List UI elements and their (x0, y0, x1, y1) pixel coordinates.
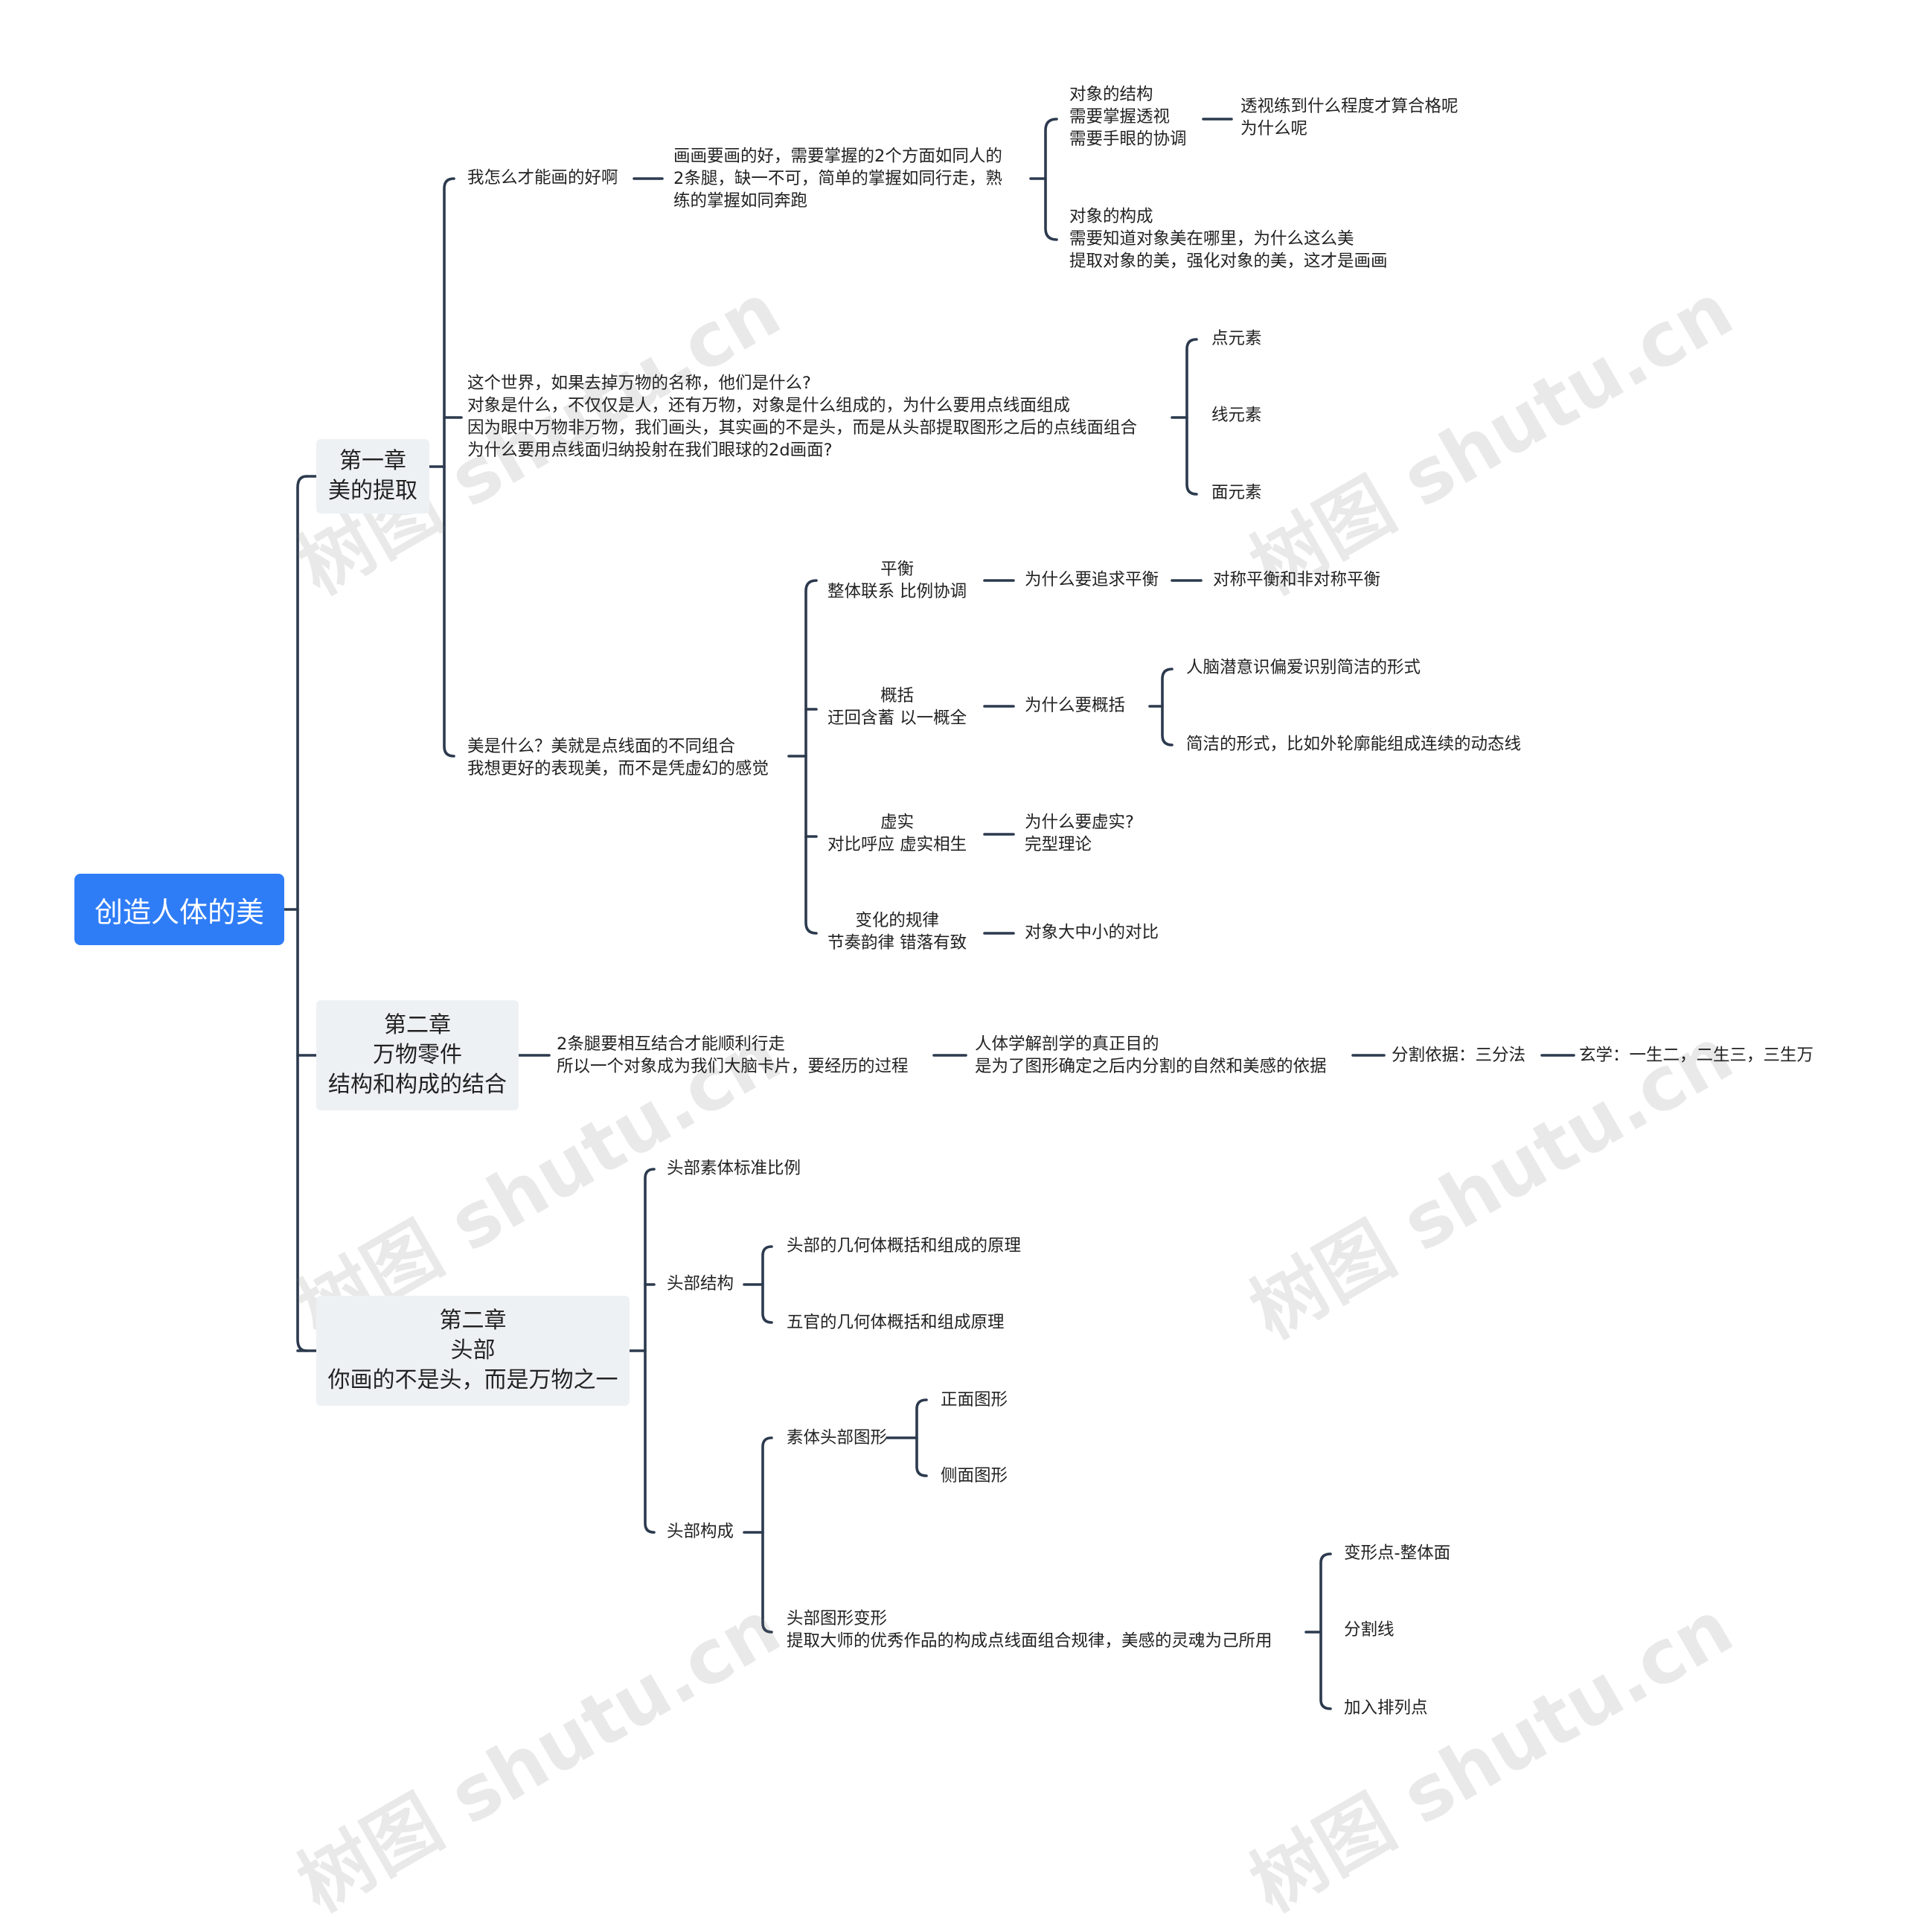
xuanxue-node[interactable]: 玄学：一生二，二生三，三生万 (1579, 1046, 1814, 1065)
connector (644, 1168, 656, 1534)
point-element-node[interactable]: 点元素 (1211, 329, 1262, 348)
division-line-node[interactable]: 分割线 (1344, 1620, 1395, 1640)
two-legs-node[interactable]: 画画要画的好，需要掌握的2个方面如同人的 2条腿，缺一不可，简单的掌握如同行走，… (673, 147, 1002, 211)
connector (1161, 668, 1174, 746)
division-basis-node[interactable]: 分割依据：三分法 (1392, 1046, 1526, 1065)
balance-types-node[interactable]: 对称平衡和非对称平衡 (1213, 570, 1381, 589)
connector (296, 475, 308, 1352)
connector (443, 177, 455, 758)
facial-features-node[interactable]: 五官的几何体概括和组成原理 (787, 1313, 1005, 1332)
transform-point-node[interactable]: 变形点-整体面 (1344, 1544, 1451, 1563)
world-question-node[interactable]: 这个世界，如果去掉万物的名称，他们是什么? 对象是什么，不仅仅是人，还有万物，对… (467, 374, 1138, 460)
chapter-2-node[interactable]: 第二章 万物零件 结构和构成的结合 (316, 1000, 519, 1110)
why-balance-node[interactable]: 为什么要追求平衡 (1025, 570, 1159, 589)
size-contrast-node[interactable]: 对象大中小的对比 (1025, 923, 1159, 942)
side-shape-node[interactable]: 侧面图形 (941, 1466, 1008, 1485)
line-element-node[interactable]: 线元素 (1211, 406, 1262, 425)
anatomy-purpose-node[interactable]: 人体学解剖学的真正目的 是为了图形确定之后内分割的自然和美感的依据 (975, 1034, 1327, 1076)
generalize-node[interactable]: 概括 迂回含蓄 以一概全 (827, 686, 967, 728)
object-composition-node[interactable]: 对象的构成 需要知道对象美在哪里，为什么这么美 提取对象的美，强化对象的美，这才… (1069, 207, 1388, 271)
connector (1185, 338, 1198, 496)
connector (1044, 118, 1058, 241)
head-structure-node[interactable]: 头部结构 (667, 1274, 734, 1293)
connector (761, 1245, 773, 1324)
head-transform-node[interactable]: 头部图形变形 提取大师的优秀作品的构成点线面组合规律，美感的灵魂为己所用 (787, 1609, 1272, 1651)
balance-node[interactable]: 平衡 整体联系 比例协调 (827, 560, 967, 601)
simple-form-node[interactable]: 简洁的形式，比如外轮廓能组成连续的动态线 (1186, 735, 1522, 754)
why-generalize-node[interactable]: 为什么要概括 (1025, 696, 1126, 715)
connector-lines (283, 118, 1575, 1710)
connector (1319, 1552, 1332, 1710)
plane-element-node[interactable]: 面元素 (1211, 483, 1262, 502)
root-node[interactable]: 创造人体的美 (74, 874, 284, 945)
head-composition-node[interactable]: 头部构成 (667, 1522, 734, 1541)
chapter-3-node[interactable]: 第二章 头部 你画的不是头，而是万物之一 (316, 1296, 630, 1406)
perspective-question-node[interactable]: 透视练到什么程度才算合格呢 为什么呢 (1240, 97, 1459, 138)
plain-head-shape-node[interactable]: 素体头部图形 (787, 1428, 888, 1448)
why-virtual-node[interactable]: 为什么要虚实? 完型理论 (1025, 813, 1134, 854)
virtual-real-node[interactable]: 虚实 对比呼应 虚实相生 (827, 813, 967, 854)
object-structure-node[interactable]: 对象的结构 需要掌握透视 需要手眼的协调 (1069, 85, 1187, 149)
head-ratio-node[interactable]: 头部素体标准比例 (667, 1159, 801, 1178)
connector (804, 579, 818, 935)
front-shape-node[interactable]: 正面图形 (941, 1390, 1008, 1410)
change-rule-node[interactable]: 变化的规律 节奏韵律 错落有致 (827, 911, 967, 953)
connector (915, 1398, 928, 1477)
two-legs-combine-node[interactable]: 2条腿要相互结合才能顺利行走 所以一个对象成为我们大脑卡片，要经历的过程 (557, 1034, 909, 1076)
how-to-draw-well-node[interactable]: 我怎么才能画的好啊 (467, 168, 618, 188)
brain-preference-node[interactable]: 人脑潜意识偏爱识别简洁的形式 (1186, 658, 1421, 677)
chapter-1-node[interactable]: 第一章 美的提取 (316, 439, 429, 514)
add-points-node[interactable]: 加入排列点 (1344, 1698, 1428, 1718)
what-is-beauty-node[interactable]: 美是什么？美就是点线面的不同组合 我想更好的表现美，而不是凭虚幻的感觉 (467, 737, 769, 778)
head-geometry-node[interactable]: 头部的几何体概括和组成的原理 (787, 1236, 1022, 1256)
connector (761, 1436, 773, 1634)
